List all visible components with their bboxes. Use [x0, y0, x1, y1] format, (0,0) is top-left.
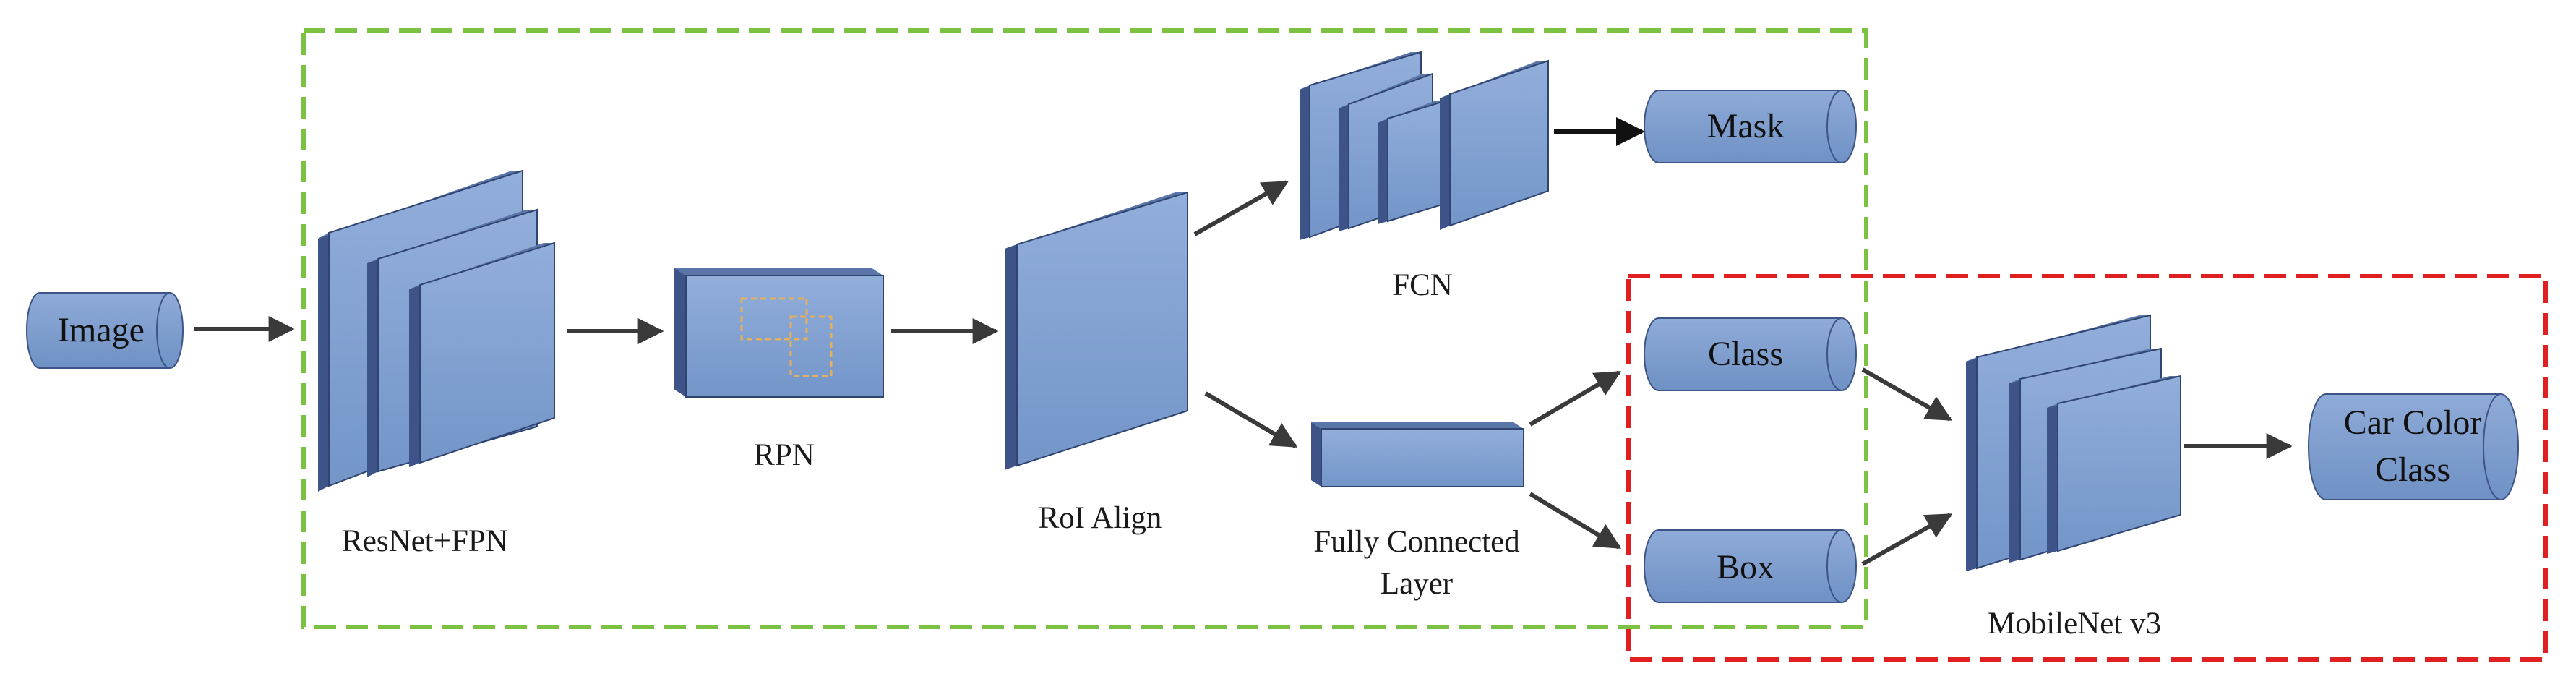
resnet-fpn-block [318, 169, 555, 492]
rpn-proposal-box [740, 297, 808, 341]
image-input-cylinder: Image [26, 292, 184, 369]
roi-align-block [1005, 191, 1188, 470]
fully-connected-label-line2: Layer [1381, 567, 1453, 601]
arrow-roi-to-fc [1204, 391, 1298, 448]
fully-connected-label-line1: Fully Connected [1313, 525, 1519, 559]
class-label: Class [1708, 335, 1783, 373]
car-color-class-cylinder: Car Color Class [2308, 393, 2519, 500]
car-color-label-line2: Class [2375, 450, 2450, 489]
car-color-label-line1: Car Color [2344, 403, 2482, 442]
image-label: Image [58, 311, 145, 349]
box-output-cylinder: Box [1644, 529, 1857, 603]
arrow-box-to-mobilenet [1861, 513, 1953, 566]
classifier-region [1626, 274, 2548, 662]
roi-align-label: RoI Align [1039, 501, 1162, 535]
arrow-fc-to-box [1529, 492, 1622, 550]
rpn-label: RPN [754, 438, 815, 472]
fully-connected-block [1311, 422, 1524, 487]
mask-label: Mask [1707, 107, 1785, 145]
arrow-roi-to-fcn [1193, 180, 1289, 236]
arrow-class-to-mobilenet [1861, 367, 1953, 422]
arrow-fc-to-class [1529, 370, 1622, 427]
resnet-fpn-label: ResNet+FPN [342, 524, 508, 558]
mobilenet-block [1966, 314, 2181, 571]
mask-output-cylinder: Mask [1644, 90, 1857, 163]
fcn-block [1300, 51, 1549, 240]
rpn-proposal-box [789, 315, 833, 377]
class-output-cylinder: Class [1644, 317, 1857, 391]
rpn-block [674, 268, 884, 398]
mobilenet-label: MobileNet v3 [1988, 607, 2161, 641]
fcn-label: FCN [1392, 268, 1453, 302]
box-label: Box [1717, 548, 1774, 586]
mask-rcnn-region [301, 28, 1868, 629]
